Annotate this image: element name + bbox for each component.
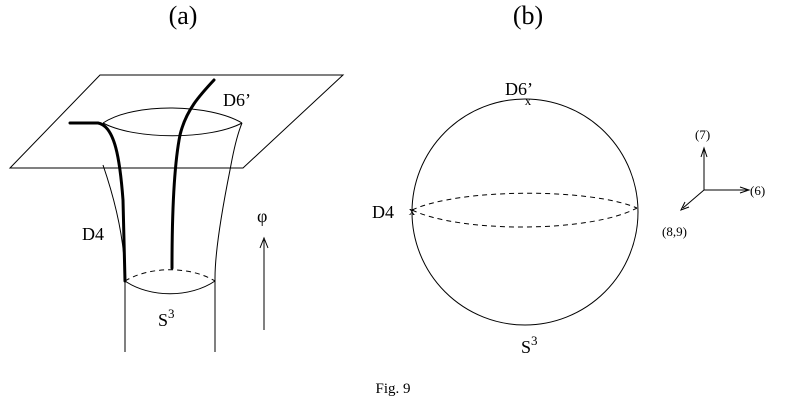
phi-label: φ: [257, 206, 267, 226]
d4-brane: [68, 121, 127, 283]
panel-a-d6-label: D6’: [223, 90, 251, 110]
plane: [8, 74, 345, 169]
panel-b: (b) x x D6’ D4 S3: [372, 1, 639, 357]
panel-a-label: (a): [169, 1, 198, 30]
d6-brane: [170, 78, 216, 270]
panel-a-d4-label: D4: [82, 224, 104, 244]
tube-right-wall: [214, 122, 243, 352]
s3-sphere: [411, 98, 639, 326]
throat-top-rim-front: [102, 122, 243, 137]
s3-back-arc: [124, 269, 216, 282]
panel-a-s3-label: S3: [158, 306, 175, 330]
axis-up-label: (7): [695, 127, 710, 142]
axis-right-label: (6): [750, 183, 765, 198]
axis-right-head: [739, 186, 751, 194]
equator-back: [411, 192, 638, 211]
panel-b-d6-label: D6’: [505, 79, 533, 99]
panel-a: (a) D6’ D4 S3 φ: [8, 1, 345, 352]
phi-arrow-head: [259, 236, 269, 249]
axis-diag-label: (8,9): [662, 224, 687, 239]
d4-marker: x: [409, 203, 416, 218]
axis-diag-line: [682, 189, 705, 209]
coordinate-axes: (7) (6) (8,9): [662, 127, 765, 239]
panel-b-label: (b): [513, 1, 543, 30]
equator-front: [411, 207, 638, 228]
s3-front-arc: [124, 280, 216, 295]
throat-top-rim-back: [102, 107, 243, 124]
axis-up-head: [700, 146, 708, 158]
d6-marker: x: [525, 93, 532, 108]
figure-caption: Fig. 9: [375, 381, 410, 397]
panel-b-d4-label: D4: [372, 202, 394, 222]
panel-b-s3-label: S3: [521, 333, 538, 357]
axis-diag-head: [679, 201, 690, 211]
